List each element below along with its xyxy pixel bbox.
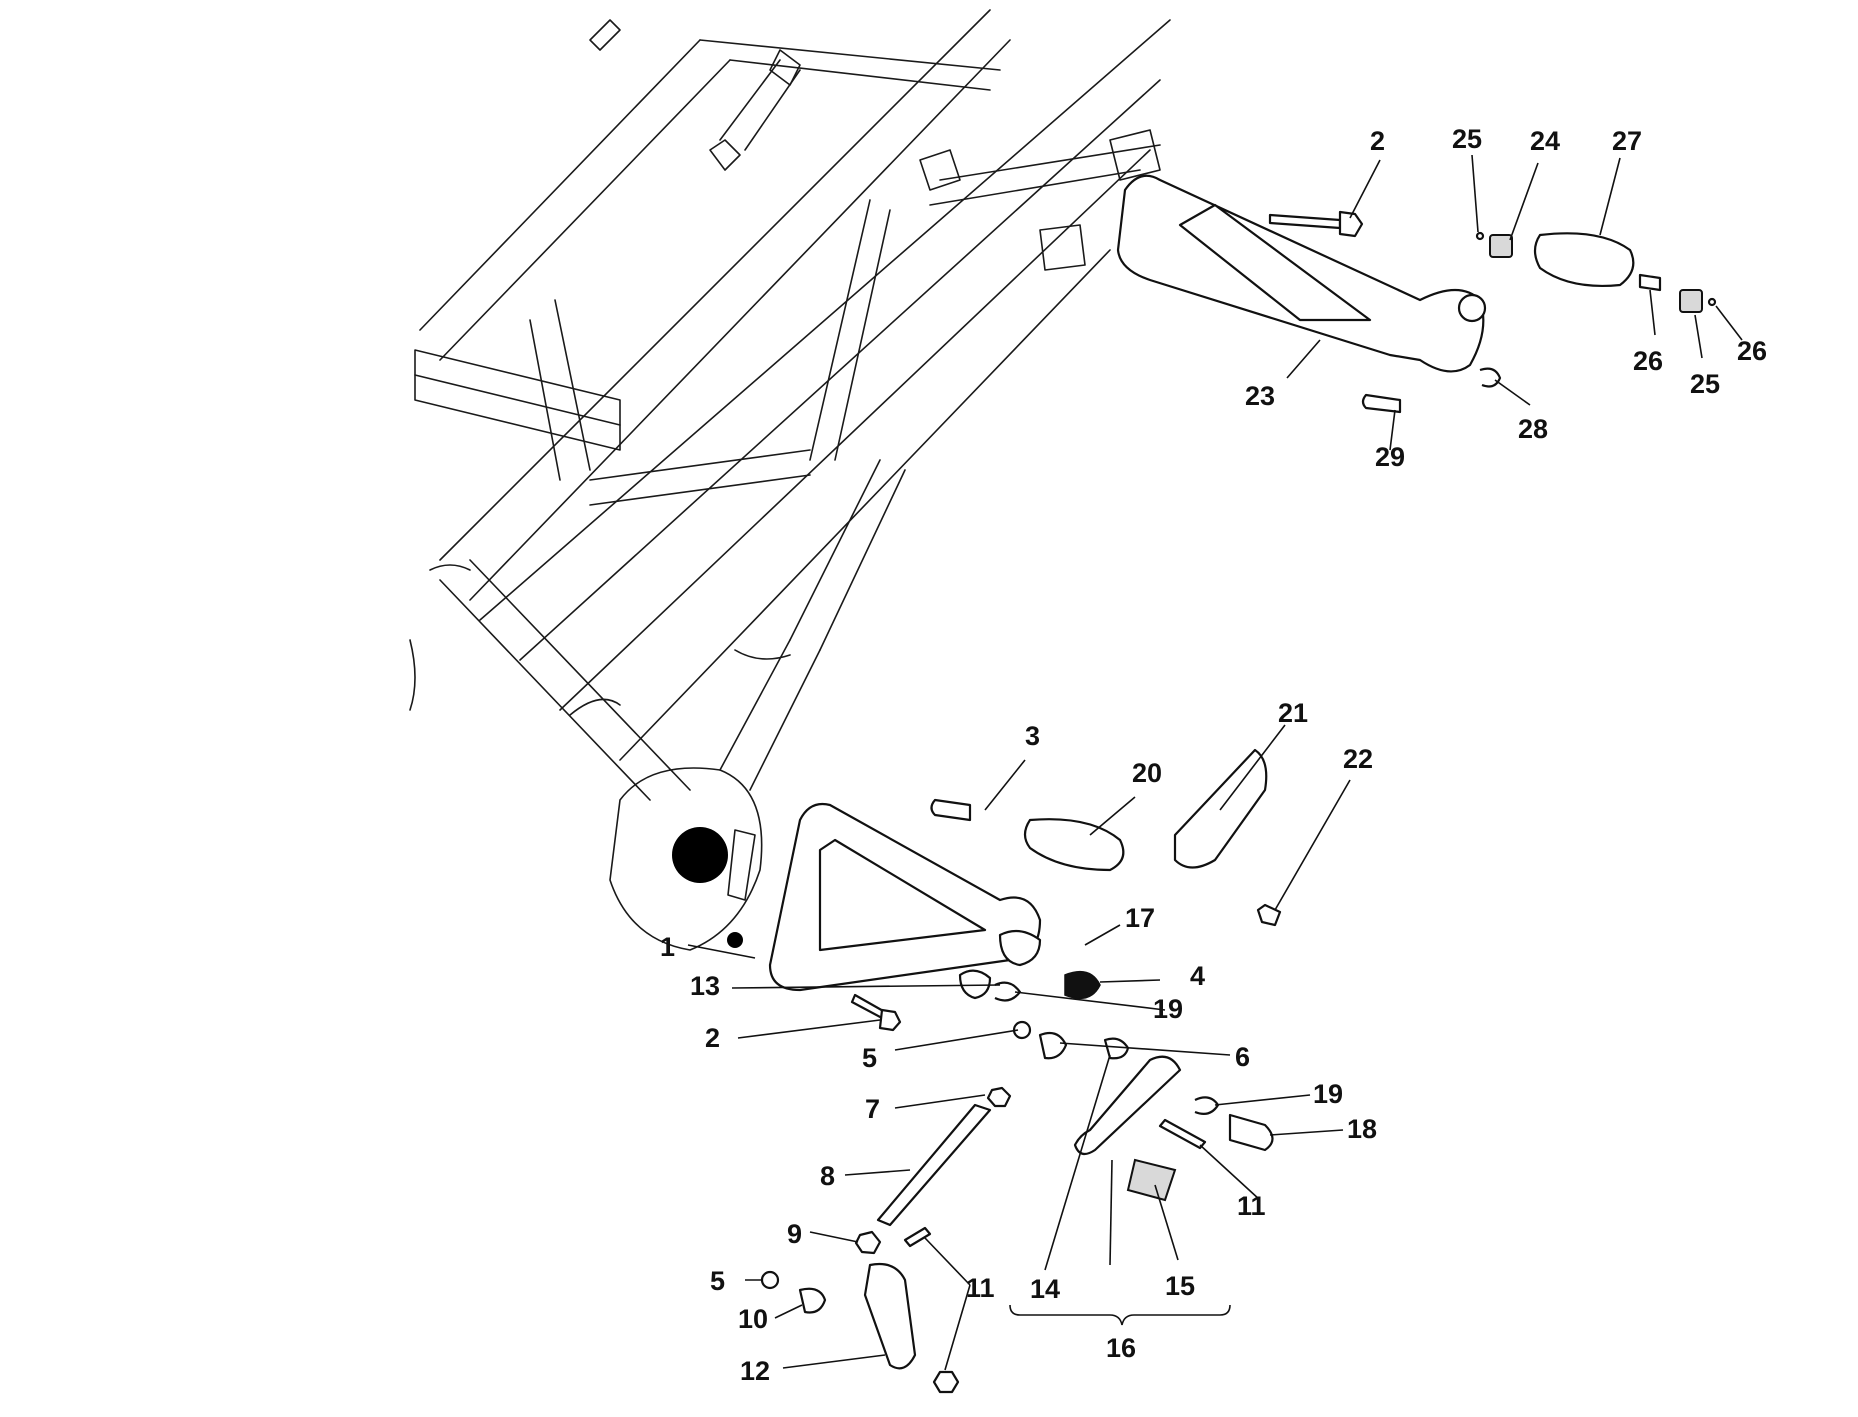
callout-19-lower: 19 [1313,1079,1343,1109]
bolt-2-rear [1268,213,1342,230]
callout-14: 14 [1030,1274,1060,1304]
pin-3 [930,798,972,822]
spacer-24 [1489,234,1513,258]
callout-4: 4 [1190,961,1205,991]
spacer-24b [1679,289,1703,313]
spring-4 [1064,970,1101,1000]
callout-17: 17 [1125,903,1155,933]
callout-2-rear: 2 [1370,126,1385,156]
spring-26 [1638,273,1662,292]
pivot-bolt-18 [1228,1113,1274,1152]
pin-29 [1361,393,1402,414]
callout-25-right: 26 [1737,336,1767,366]
callout-12: 12 [740,1356,770,1386]
callout-11-lower: 11 [966,1273,995,1303]
ball-25 [1475,231,1485,241]
callout-23: 23 [1245,381,1275,411]
shift-rod-8 [876,1103,992,1227]
callout-25-upper: 25 [1452,124,1482,154]
bolt-11a [1158,1118,1207,1150]
ball-25b [1707,297,1717,307]
washer-13 [958,969,992,1000]
callout-3: 3 [1025,721,1040,751]
callout-24-upper: 24 [1530,126,1560,156]
pedal-rubber-15 [1126,1158,1177,1202]
shift-arm-12 [863,1262,917,1370]
callout-10: 10 [738,1304,768,1334]
lever-pivot [998,929,1042,967]
clip-28 [1479,367,1502,388]
callout-29: 29 [1375,442,1405,472]
bolt-2-front-head [878,1008,902,1032]
callout-9: 9 [787,1219,802,1249]
callout-28: 28 [1518,414,1548,444]
callout-21: 21 [1278,698,1308,728]
callout-5-lower: 5 [710,1266,725,1296]
bolt-2-front [850,993,887,1020]
clip-19b [1194,1096,1220,1115]
callout-13: 13 [690,971,720,1001]
callout-18: 18 [1347,1114,1377,1144]
bolt-11b [903,1226,932,1248]
callout-22: 22 [1343,744,1373,774]
callout-1: 1 [660,932,675,962]
callout-5-upper: 5 [862,1043,877,1073]
nut-5b [760,1270,780,1290]
bolt-22 [1256,903,1282,927]
callout-24-right: 25 [1690,369,1720,399]
leader-lines [687,154,1743,1371]
nut-7 [986,1086,1012,1108]
bracket-boss [1457,293,1487,323]
rod-end-6 [1038,1031,1068,1060]
callout-27: 27 [1612,126,1642,156]
callout-26: 26 [1633,346,1663,376]
footpeg-rear-rubber [1533,232,1635,288]
gear-lever-assembly [760,748,1282,1394]
front-bracket-cutout [818,838,987,952]
bushing-14 [1103,1037,1130,1060]
callout-16: 16 [1106,1333,1136,1363]
bracket-16 [1009,1304,1231,1326]
rod-end-10 [798,1287,827,1314]
gear-lever-arm [1073,1055,1182,1156]
rear-footpeg-assembly [1116,174,1717,414]
callout-19-upper: 19 [1153,994,1183,1024]
bolt-11c-head [932,1370,960,1394]
callout-2-front: 2 [705,1023,720,1053]
footpeg-front-rubber [1023,818,1125,872]
callout-labels: 2 25 24 27 26 26 25 23 28 29 21 3 22 20 … [660,124,1767,1386]
callout-15: 15 [1165,1271,1195,1301]
bracket-cutout [1178,203,1372,322]
callout-8: 8 [820,1161,835,1191]
nut-9 [854,1230,882,1255]
motorcycle-frame [409,9,1171,951]
callout-11-right: 11 [1237,1191,1266,1221]
callout-6: 6 [1235,1042,1250,1072]
callout-7: 7 [865,1094,880,1124]
callout-20: 20 [1132,758,1162,788]
